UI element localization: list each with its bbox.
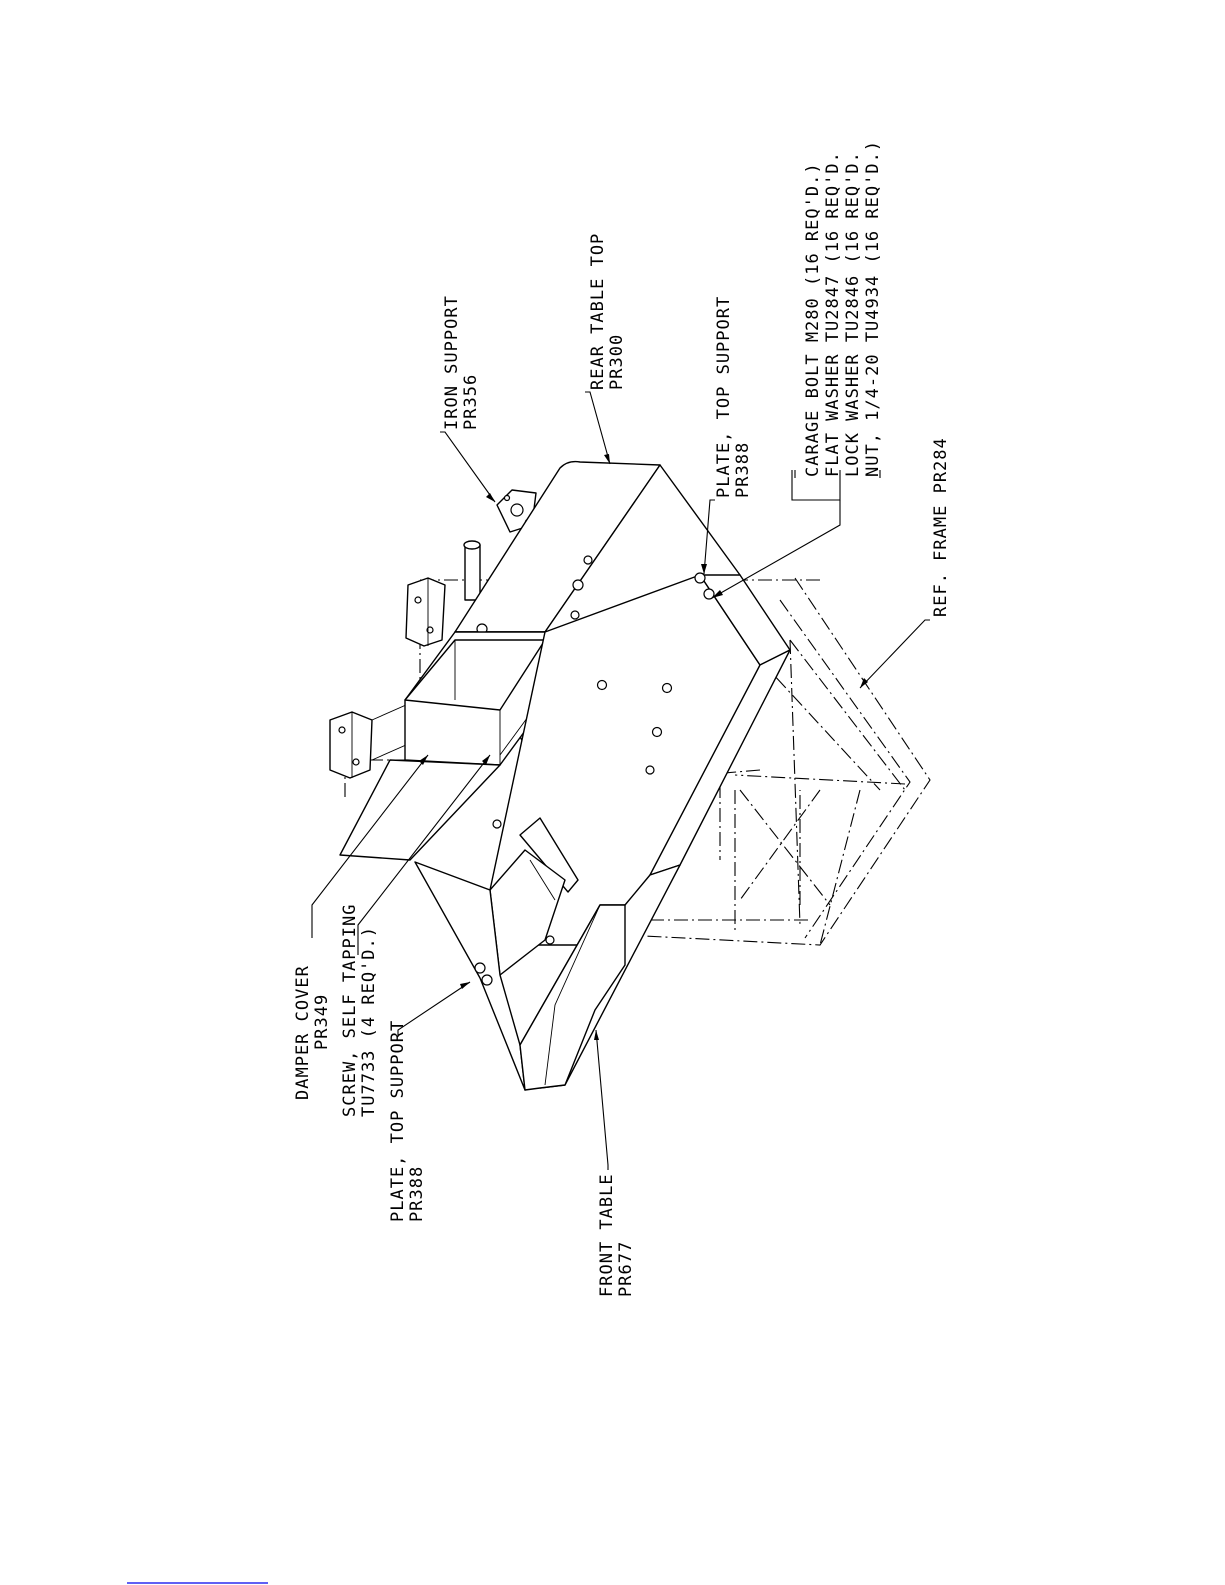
leader-lines — [311, 391, 930, 1170]
svg-text:PR300: PR300 — [607, 334, 627, 390]
svg-text:PLATE, TOP SUPPORT: PLATE, TOP SUPPORT — [388, 1020, 408, 1222]
svg-text:NUT, 1/4-20 TU4934 (16 REQ'D.): NUT, 1/4-20 TU4934 (16 REQ'D.) — [863, 140, 883, 477]
svg-text:IRON SUPPORT: IRON SUPPORT — [442, 295, 462, 430]
svg-text:PR349: PR349 — [312, 994, 332, 1050]
screw-label: SCREW, SELF TAPPING TU7733 (4 REQ'D.) — [340, 904, 379, 1117]
rear-support-posts — [329, 577, 446, 779]
svg-text:PLATE, TOP SUPPORT: PLATE, TOP SUPPORT — [714, 296, 734, 498]
svg-text:REF. FRAME PR284: REF. FRAME PR284 — [931, 437, 951, 617]
front-table-part — [414, 861, 681, 1091]
front-table-label: FRONT TABLE PR677 — [597, 1173, 636, 1297]
damper-cover-label: DAMPER COVER PR349 — [293, 965, 332, 1100]
iron-support-part — [463, 489, 541, 601]
plate-top-support-left-label: PLATE, TOP SUPPORT PR388 — [388, 1020, 427, 1222]
svg-text:PR677: PR677 — [616, 1241, 636, 1297]
svg-text:FLAT WASHER TU2847 (16 REQ'D.: FLAT WASHER TU2847 (16 REQ'D. — [823, 151, 843, 477]
iron-support-label: IRON SUPPORT PR356 — [442, 295, 481, 430]
svg-text:FRONT TABLE: FRONT TABLE — [597, 1173, 617, 1297]
svg-text:TU7733 (4 REQ'D.): TU7733 (4 REQ'D.) — [359, 926, 379, 1117]
hardware-list-label: CARAGE BOLT M280 (16 REQ'D.) FLAT WASHER… — [803, 140, 883, 477]
damper-cover-part — [339, 631, 556, 861]
svg-text:SCREW, SELF TAPPING: SCREW, SELF TAPPING — [340, 904, 360, 1117]
svg-text:PR388: PR388 — [733, 442, 753, 498]
svg-text:PR388: PR388 — [407, 1166, 427, 1222]
svg-text:PR356: PR356 — [461, 374, 481, 430]
rear-table-top-label: REAR TABLE TOP PR300 — [588, 233, 627, 390]
plate-top-support-right-label: PLATE, TOP SUPPORT PR388 — [714, 296, 753, 498]
svg-text:CARAGE BOLT M280 (16 REQ'D.): CARAGE BOLT M280 (16 REQ'D.) — [803, 162, 823, 477]
svg-text:REAR TABLE TOP: REAR TABLE TOP — [588, 233, 608, 390]
ref-frame-label: REF. FRAME PR284 — [931, 437, 951, 617]
svg-text:LOCK WASHER TU2846 (16 REQ'D.: LOCK WASHER TU2846 (16 REQ'D. — [843, 151, 863, 477]
main-table-platform — [489, 572, 791, 976]
svg-text:DAMPER COVER: DAMPER COVER — [293, 965, 313, 1100]
